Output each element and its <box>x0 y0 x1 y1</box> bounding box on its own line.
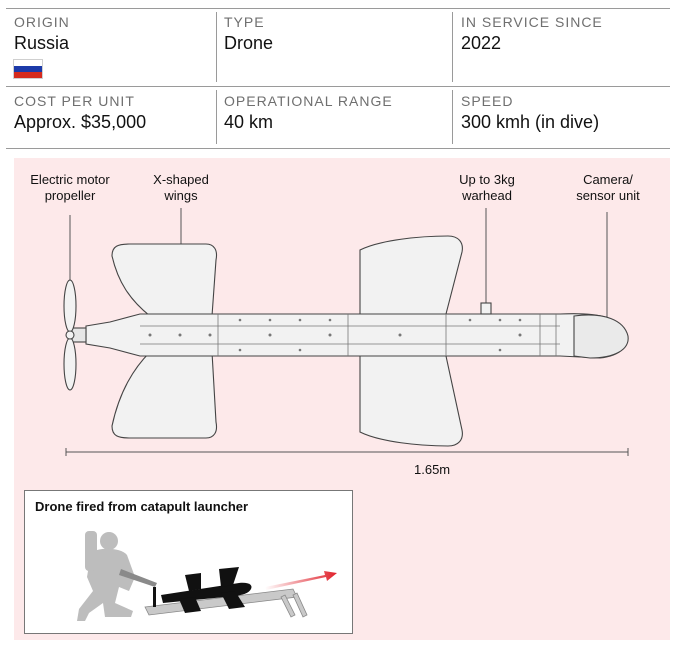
table-bottom-rule <box>6 148 670 149</box>
propeller-blade-top <box>63 279 77 333</box>
spec-label: COST PER UNIT <box>14 93 135 109</box>
front-upper-wing <box>359 235 463 315</box>
spec-value: 2022 <box>461 33 502 53</box>
kneeling-soldier-icon <box>77 531 157 621</box>
table-divider <box>452 90 453 144</box>
russia-flag-icon <box>13 59 43 79</box>
spec-value: 40 km <box>224 112 274 132</box>
spec-cost: COST PER UNIT Approx. $35,000 <box>14 93 146 133</box>
catapult-rail <box>144 588 308 618</box>
table-mid-rule <box>6 86 670 87</box>
spec-value: 300 kmh (in dive) <box>461 112 600 132</box>
launch-direction-arrow <box>265 571 337 590</box>
spec-value: Drone <box>224 33 274 53</box>
table-divider <box>452 12 453 82</box>
propeller-blade-bottom <box>63 337 77 391</box>
spec-label: SPEED <box>461 93 514 109</box>
table-top-rule <box>6 8 670 9</box>
camera-nose <box>573 314 629 359</box>
spec-label: IN SERVICE SINCE <box>461 14 603 30</box>
callout-propeller: Electric motor propeller <box>30 172 110 203</box>
spec-label: OPERATIONAL RANGE <box>224 93 393 109</box>
rear-upper-wing <box>111 243 218 317</box>
table-divider <box>216 90 217 144</box>
spec-type: TYPE Drone <box>224 14 273 54</box>
spec-speed: SPEED 300 kmh (in dive) <box>461 93 599 133</box>
callout-wings: X-shaped wings <box>153 172 209 203</box>
inset-title: Drone fired from catapult launcher <box>35 499 249 514</box>
spec-label: ORIGIN <box>14 14 70 30</box>
spec-range: OPERATIONAL RANGE 40 km <box>224 93 393 133</box>
spec-value: Russia <box>14 33 70 53</box>
fuselage <box>85 313 628 359</box>
front-lower-wing <box>359 355 463 447</box>
spec-origin: ORIGIN Russia <box>14 14 70 54</box>
launcher-inset: Drone fired from catapult launcher <box>24 490 353 634</box>
spec-in-service: IN SERVICE SINCE 2022 <box>461 14 603 54</box>
rear-lower-wing <box>111 351 218 439</box>
catapult-launch-illustration <box>77 531 337 621</box>
length-label: 1.65m <box>414 462 451 477</box>
spec-value: Approx. $35,000 <box>14 112 147 132</box>
table-divider <box>216 12 217 82</box>
warhead-fuse <box>480 302 492 315</box>
callout-camera: Camera/ sensor unit <box>576 172 640 203</box>
drone-silhouette-icon <box>153 567 252 613</box>
spec-label: TYPE <box>224 14 265 30</box>
callout-warhead: Up to 3kg warhead <box>459 172 515 203</box>
